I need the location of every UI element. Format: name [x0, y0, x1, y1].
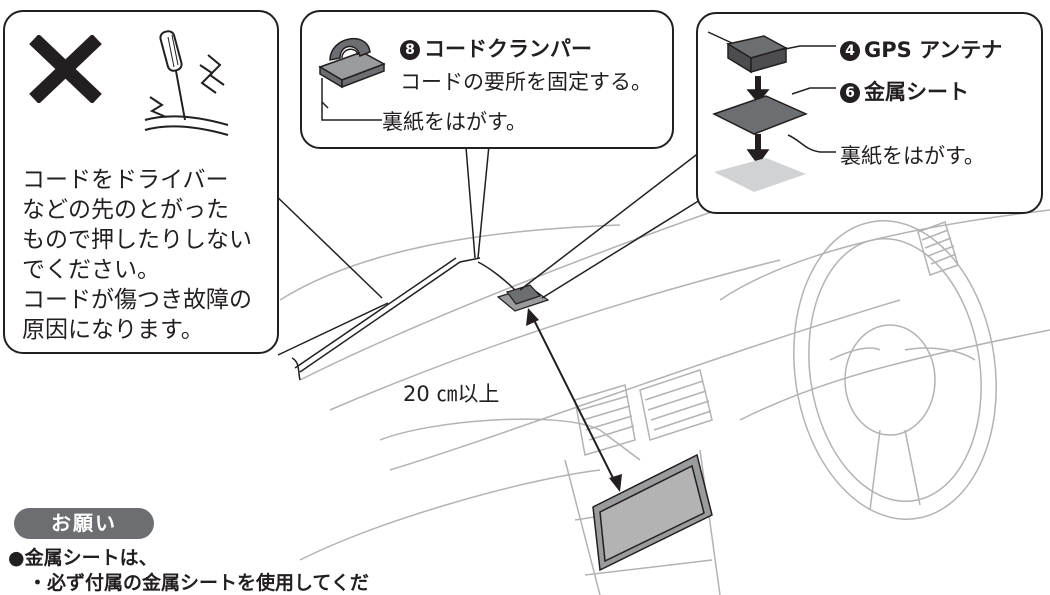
cord-clamper-icon — [318, 37, 386, 109]
dashboard-lower-line — [389, 299, 901, 471]
prohibited-x-icon — [29, 35, 102, 103]
warning-line: コードをドライバー — [22, 167, 229, 193]
cord-clamper-description: コードの要所を固定する。 — [400, 70, 652, 94]
gps-antenna-mounting-icon — [707, 31, 808, 192]
clamper-peel-leader — [321, 102, 382, 121]
request-item: ●金属シートは、 — [8, 547, 158, 569]
part-number-badge: 6 — [840, 83, 860, 103]
antenna-cord — [299, 257, 481, 373]
distance-arrow — [526, 308, 622, 492]
dashboard-top-line — [299, 194, 761, 381]
warning-line: などの先のとがった — [22, 197, 229, 223]
warning-line: でください。 — [22, 257, 160, 283]
gps-leader-lines — [780, 45, 836, 153]
part-number-badge: 8 — [400, 40, 420, 60]
request-badge: お願い — [14, 508, 154, 539]
gps-antenna-name: GPS アンテナ — [864, 38, 1003, 62]
request-subitem: ・必ず付属の金属シートを使用してくだ — [28, 572, 369, 594]
gps-antenna-on-dash — [496, 284, 550, 312]
dashboard-edge-line — [329, 259, 781, 411]
warning-line: 原因になります。 — [22, 317, 204, 343]
clamper-peel-text: 裏紙をはがす。 — [382, 110, 527, 134]
metal-sheet-name: 金属シート — [864, 80, 969, 104]
warning-line: コードが傷つき故障の — [22, 287, 252, 313]
warning-callout — [3, 10, 279, 354]
navigation-unit — [592, 453, 713, 572]
steering-wheel — [793, 220, 997, 520]
screwdriver-pressing-cord-icon — [144, 30, 229, 136]
sheet-peel-text: 裏紙をはがす。 — [840, 144, 985, 168]
distance-label: 20 ㎝以上 — [403, 382, 500, 406]
cord-clamper-label: コードクランパー — [424, 37, 592, 61]
warning-text: コードをドライバー などの先のとがった もので押したりしない でください。 コー… — [22, 165, 252, 345]
part-number-badge: 4 — [840, 41, 860, 61]
warning-line: もので押したりしない — [22, 227, 252, 253]
